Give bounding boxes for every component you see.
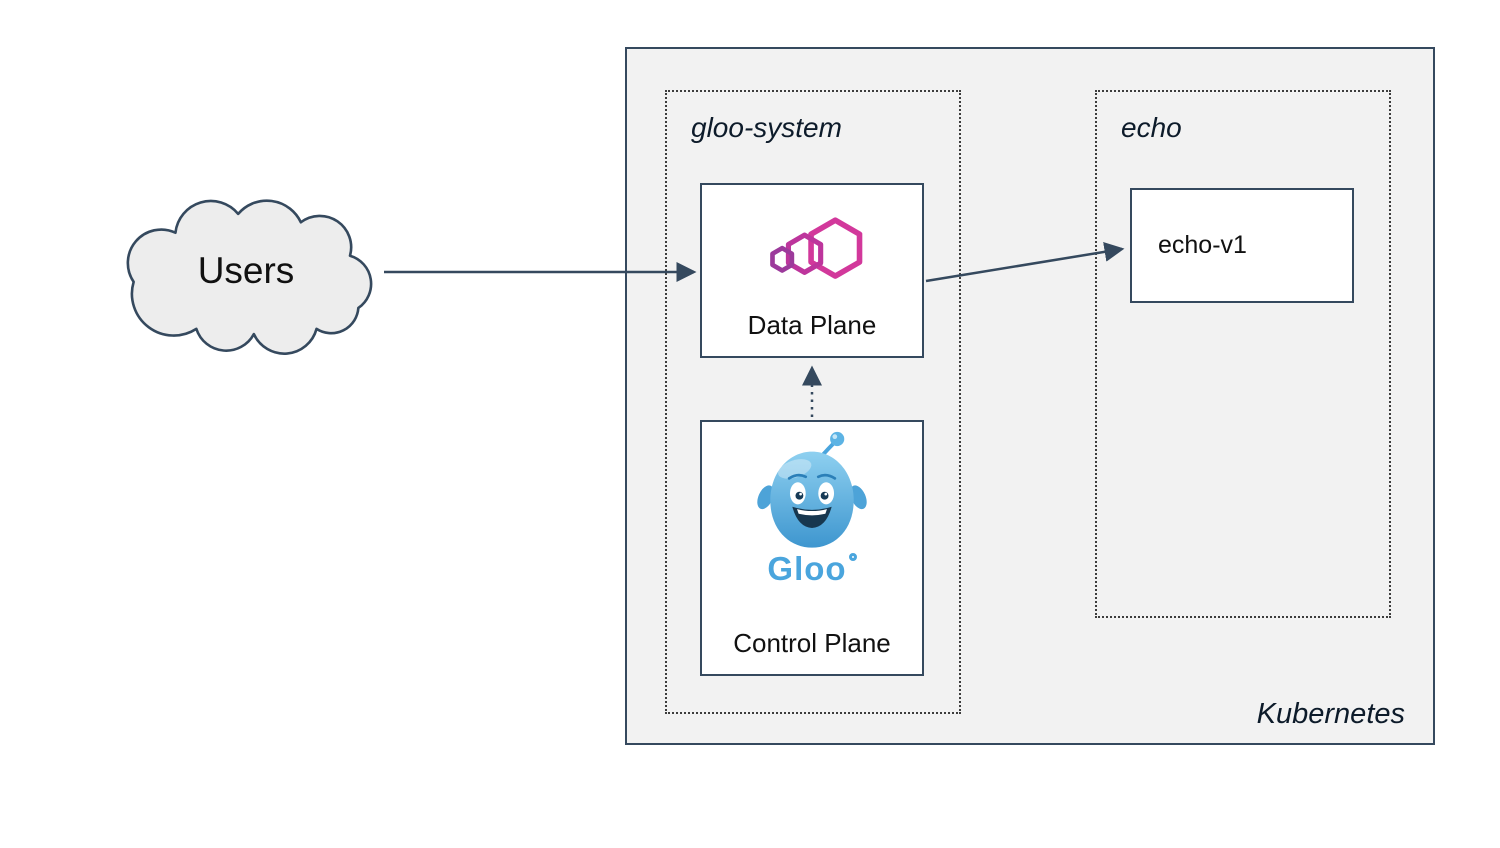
gloo-mascot-icon — [757, 431, 867, 548]
namespace-gloo-system: gloo-system — [665, 90, 961, 714]
namespace-echo: echo — [1095, 90, 1391, 618]
users-cloud: Users — [105, 193, 387, 355]
gloo-gateway-icon — [770, 217, 863, 279]
gloo-wordmark: Gloo — [767, 550, 857, 587]
echo-v1-label: echo-v1 — [1158, 231, 1247, 259]
control-plane-node: Gloo Control Plane — [700, 420, 924, 676]
echo-v1-node: echo-v1 — [1130, 188, 1354, 303]
cloud-icon — [126, 199, 373, 355]
control-plane-label: Control Plane — [733, 628, 891, 658]
namespace-gloo-system-label: gloo-system — [691, 112, 842, 143]
gloo-wordmark-ring-icon — [848, 553, 857, 561]
kubernetes-label: Kubernetes — [1256, 698, 1405, 730]
namespace-echo-label: echo — [1121, 112, 1182, 143]
data-plane-label: Data Plane — [747, 310, 877, 340]
gloo-wordmark-text: Gloo — [767, 550, 847, 587]
data-plane-node: Data Plane — [700, 183, 924, 358]
users-label: Users — [197, 250, 295, 291]
